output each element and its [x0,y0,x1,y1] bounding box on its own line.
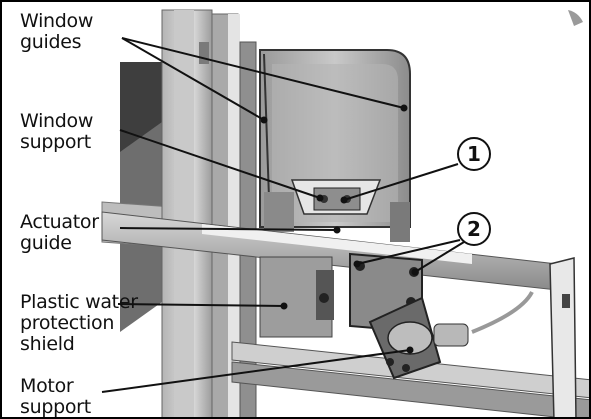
corner-arc [568,10,583,26]
label-actuator-guide: Actuator guide [20,211,99,254]
motor-assembly [368,290,534,380]
leader-endpoints [260,104,419,354]
window-support-bracket [264,179,410,242]
label-motor-support: Motor support [20,375,91,418]
label-window-guides: Window guides [20,10,94,53]
callout-2: 2 [457,212,491,246]
leader-lines [101,37,465,393]
label-plastic-shield: Plastic water protection shield [20,291,138,355]
label-window-support: Window support [20,110,94,153]
right-bracket [549,257,577,417]
callout-1: 1 [457,137,491,171]
